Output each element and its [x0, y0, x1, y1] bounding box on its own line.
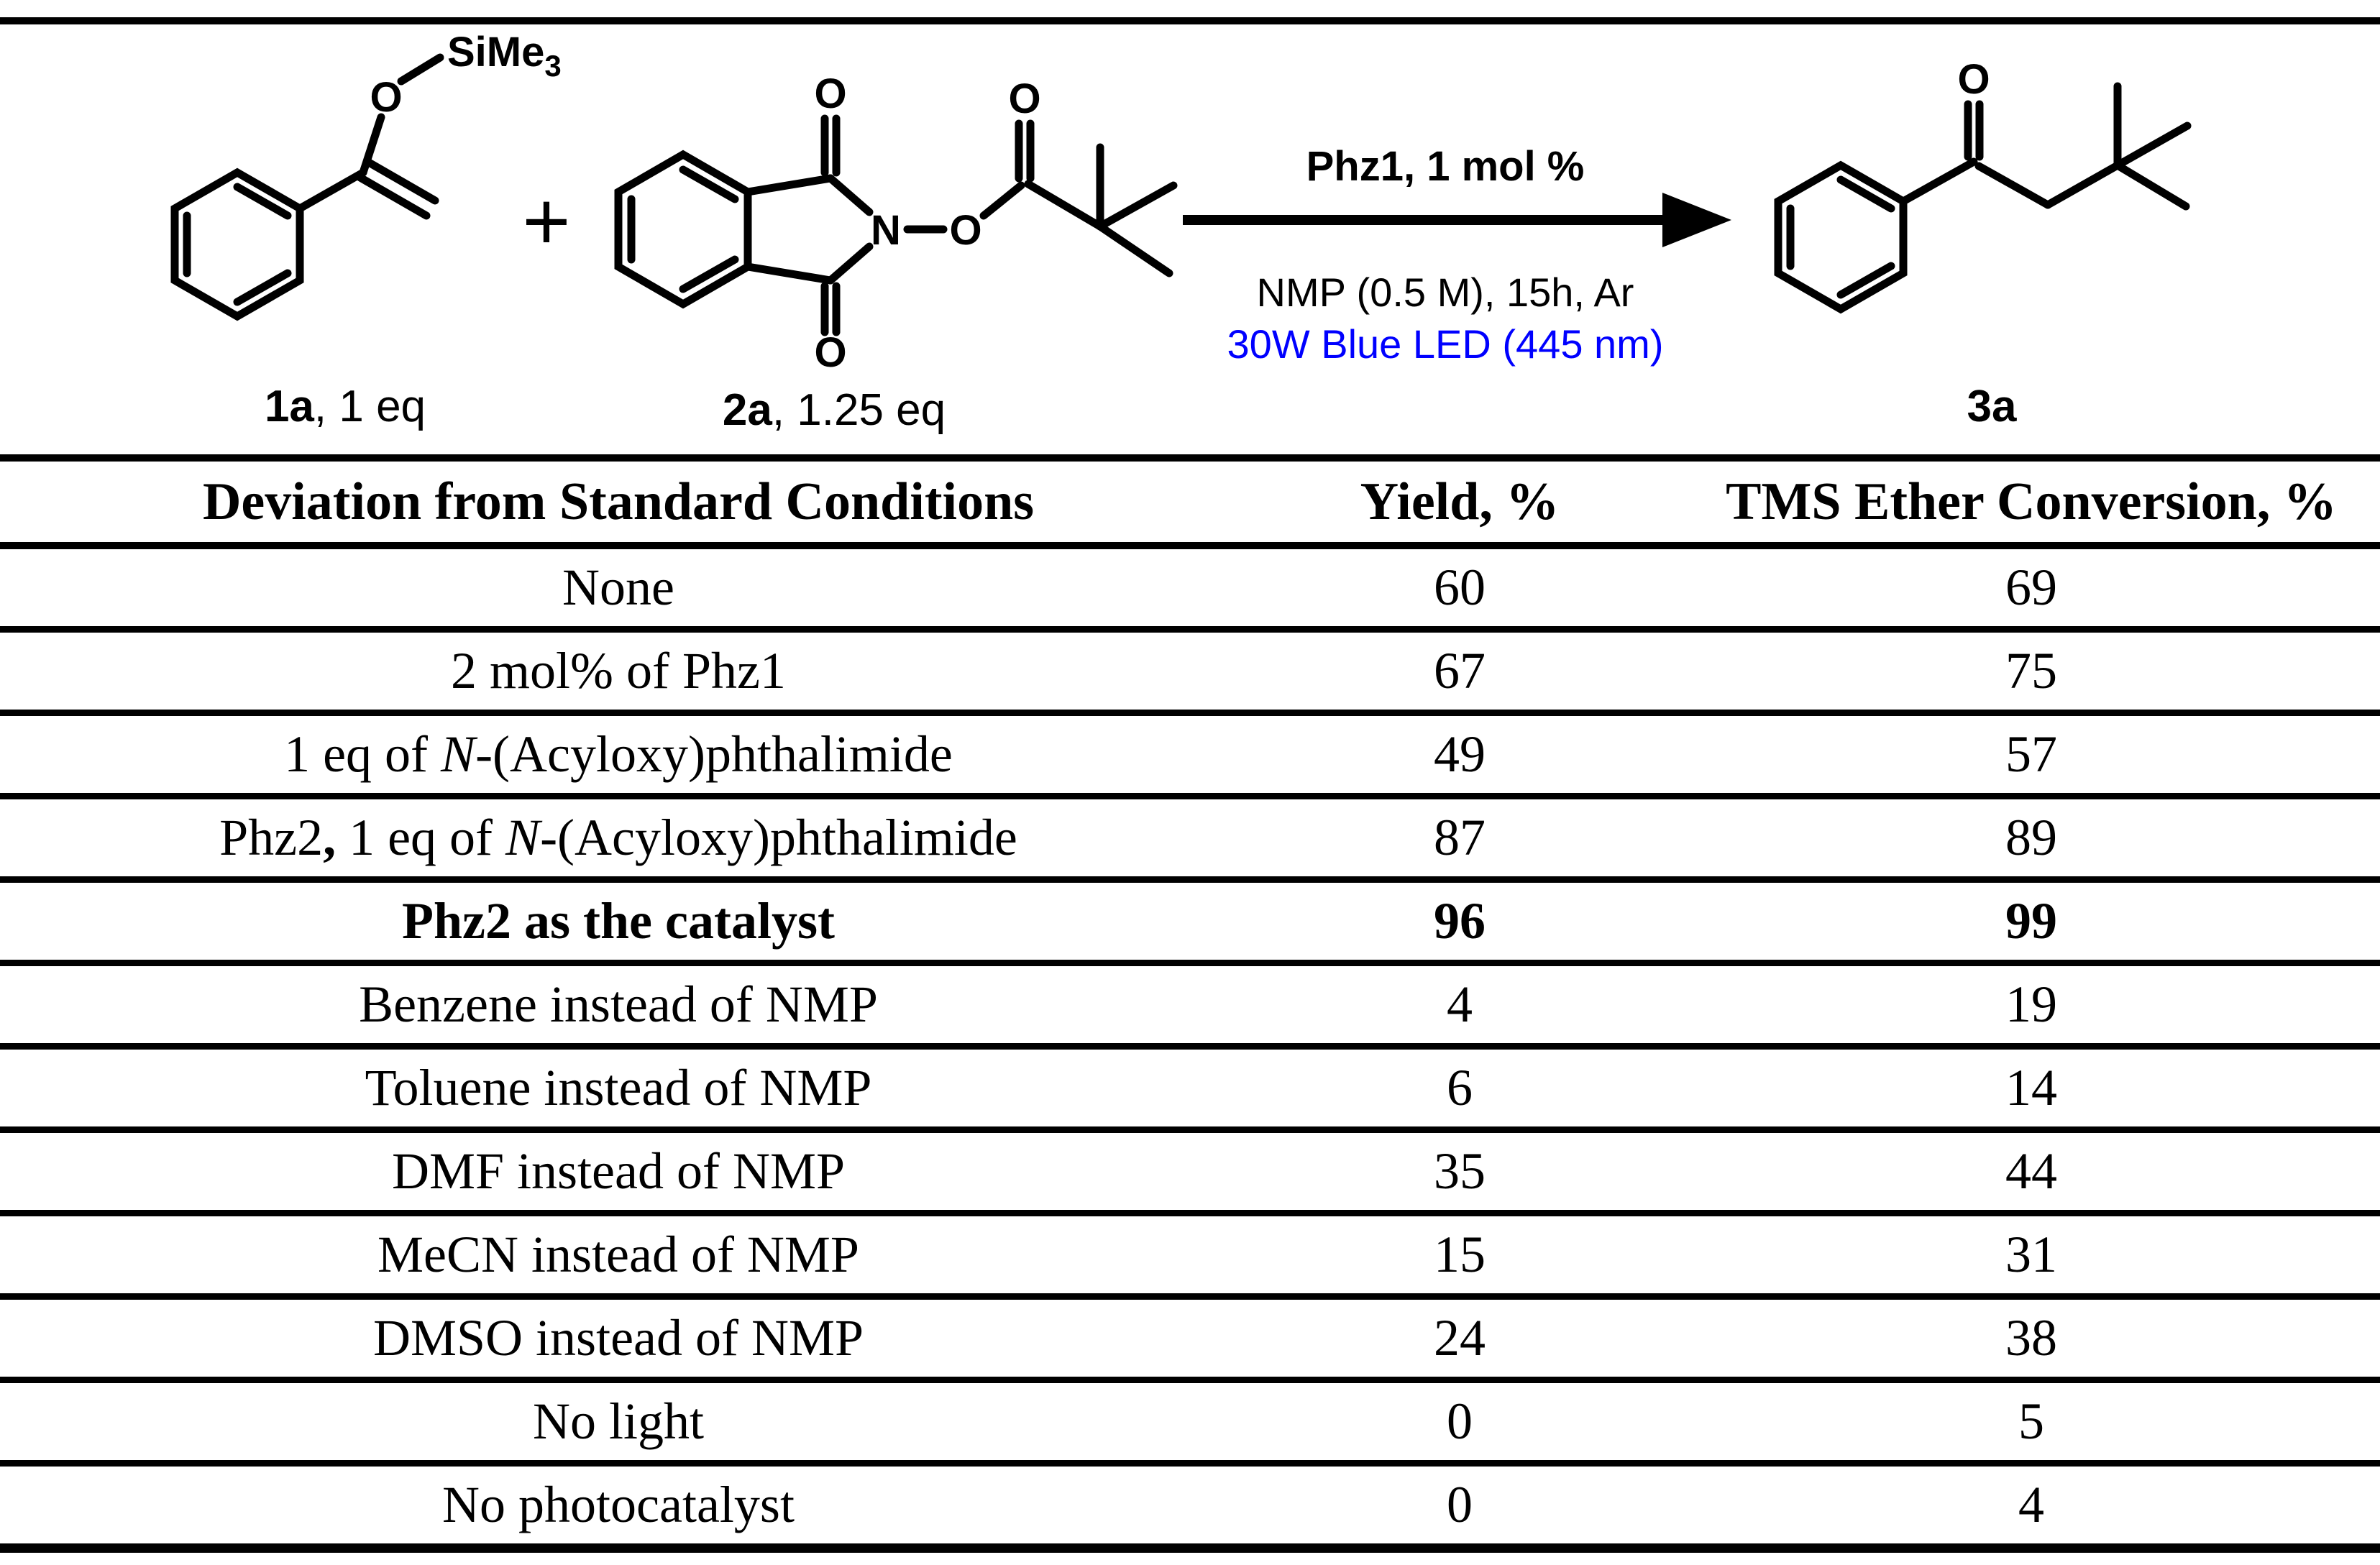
conversion-cell: 44	[1683, 1129, 2380, 1216]
reagent-2a-label: 2a, 1.25 eq	[723, 385, 946, 436]
deviation-cell: 2 mol% of Phz1	[0, 629, 1237, 716]
product-3a-structure: O	[1774, 56, 2192, 314]
deviation-cell: No photocatalyst	[0, 1463, 1237, 1553]
deviation-cell: No light	[0, 1380, 1237, 1467]
table-row: DMF instead of NMP 35 44	[0, 1129, 2380, 1216]
header-conversion: TMS Ether Conversion, %	[1683, 454, 2380, 549]
table-row-best-conditions: Phz2 as the catalyst 96 99	[0, 879, 2380, 966]
atom-oxygen: O	[949, 207, 981, 254]
deviation-text: DMF instead of NMP	[391, 1142, 846, 1200]
yield-cell: 6	[1237, 1046, 1683, 1133]
led-conditions-text: 30W Blue LED (445 nm)	[1227, 321, 1664, 367]
yield-cell: 35	[1237, 1129, 1683, 1216]
yield-cell: 0	[1237, 1463, 1683, 1553]
table-row: 1 eq of N-(Acyloxy)phthalimide 49 57	[0, 712, 2380, 799]
conversion-cell: 19	[1683, 963, 2380, 1050]
deviation-text: Benzene instead of NMP	[359, 976, 878, 1033]
conversion-cell: 14	[1683, 1046, 2380, 1133]
table-row: None 60 69	[0, 546, 2380, 633]
table-row: MeCN instead of NMP 15 31	[0, 1213, 2380, 1300]
table-row: No photocatalyst 0 4	[0, 1463, 2380, 1553]
plus-sign: +	[522, 175, 571, 267]
atom-trimethylsilyl: SiMe3	[447, 29, 562, 83]
yield-cell: 87	[1237, 796, 1683, 883]
deviation-text: No photocatalyst	[442, 1476, 795, 1533]
deviation-cell: None	[0, 546, 1237, 633]
reaction-arrow	[1183, 193, 1731, 247]
yield-cell: 0	[1237, 1380, 1683, 1467]
deviation-text: Phz2 as the catalyst	[402, 892, 835, 950]
solvent-conditions-text: NMP (0.5 M), 15h, Ar	[1256, 270, 1634, 315]
compound-number: 1a	[264, 382, 314, 431]
conversion-cell: 69	[1683, 546, 2380, 633]
reagent-1a-label: 1a, 1 eq	[265, 381, 426, 432]
compound-number: 2a	[722, 385, 772, 435]
catalyst-conditions-text: Phz1, 1 mol %	[1306, 143, 1585, 190]
deviation-cell: DMF instead of NMP	[0, 1129, 1237, 1216]
table-row: DMSO instead of NMP 24 38	[0, 1296, 2380, 1383]
atom-oxygen: O	[1957, 56, 1990, 103]
atom-oxygen: O	[814, 329, 846, 376]
conversion-cell: 4	[1683, 1463, 2380, 1553]
header-deviation: Deviation from Standard Conditions	[0, 454, 1237, 549]
deviation-cell: Phz2, 1 eq of N-(Acyloxy)phthalimide	[0, 796, 1237, 883]
equivalents-text: , 1.25 eq	[772, 385, 946, 435]
reagent-2a-structure: N O O O O	[614, 70, 1178, 376]
header-yield: Yield, %	[1237, 454, 1683, 549]
deviation-text: No light	[532, 1392, 704, 1450]
deviation-cell: DMSO instead of NMP	[0, 1296, 1237, 1383]
conversion-cell: 57	[1683, 712, 2380, 799]
deviation-cell: MeCN instead of NMP	[0, 1213, 1237, 1300]
product-3a-label: 3a	[1967, 381, 2017, 432]
optimization-table: Deviation from Standard Conditions Yield…	[0, 454, 2380, 1553]
compound-number: 3a	[1967, 382, 2017, 431]
table-row: Toluene instead of NMP 6 14	[0, 1046, 2380, 1133]
conversion-cell: 31	[1683, 1213, 2380, 1300]
yield-cell: 24	[1237, 1296, 1683, 1383]
deviation-cell: Toluene instead of NMP	[0, 1046, 1237, 1133]
top-rule	[0, 17, 2380, 24]
conversion-cell: 99	[1683, 879, 2380, 966]
deviation-text: Toluene instead of NMP	[365, 1059, 872, 1116]
deviation-text: Phz2	[219, 809, 324, 866]
conversion-cell: 38	[1683, 1296, 2380, 1383]
reagent-1a-structure: O SiMe3	[170, 29, 562, 321]
conversion-cell: 75	[1683, 629, 2380, 716]
conversion-cell: 5	[1683, 1380, 2380, 1467]
equivalents-text: , 1 eq	[313, 382, 426, 431]
atom-nitrogen: N	[871, 207, 901, 254]
table-row: Phz2, 1 eq of N-(Acyloxy)phthalimide 87 …	[0, 796, 2380, 883]
deviation-cell: 1 eq of N-(Acyloxy)phthalimide	[0, 712, 1237, 799]
header-row: Deviation from Standard Conditions Yield…	[0, 454, 2380, 549]
yield-cell: 49	[1237, 712, 1683, 799]
atom-oxygen: O	[1008, 75, 1040, 122]
yield-cell: 4	[1237, 963, 1683, 1050]
table-row: No light 0 5	[0, 1380, 2380, 1467]
yield-cell: 60	[1237, 546, 1683, 633]
deviation-text: 2 mol% of Phz1	[451, 642, 786, 699]
deviation-text: None	[562, 559, 674, 616]
atom-oxygen: O	[370, 74, 402, 121]
deviation-cell: Phz2 as the catalyst	[0, 879, 1237, 966]
deviation-text: DMSO instead of NMP	[372, 1309, 864, 1367]
deviation-cell: Benzene instead of NMP	[0, 963, 1237, 1050]
deviation-text: MeCN instead of NMP	[377, 1226, 859, 1283]
table-row: Benzene instead of NMP 4 19	[0, 963, 2380, 1050]
atom-oxygen: O	[814, 70, 846, 117]
yield-cell: 96	[1237, 879, 1683, 966]
table-row: 2 mol% of Phz1 67 75	[0, 629, 2380, 716]
yield-cell: 67	[1237, 629, 1683, 716]
yield-cell: 15	[1237, 1213, 1683, 1300]
deviation-text: 1 eq of	[284, 725, 441, 783]
conversion-cell: 89	[1683, 796, 2380, 883]
reaction-scheme: O SiMe3 N O O O O	[170, 29, 2192, 376]
